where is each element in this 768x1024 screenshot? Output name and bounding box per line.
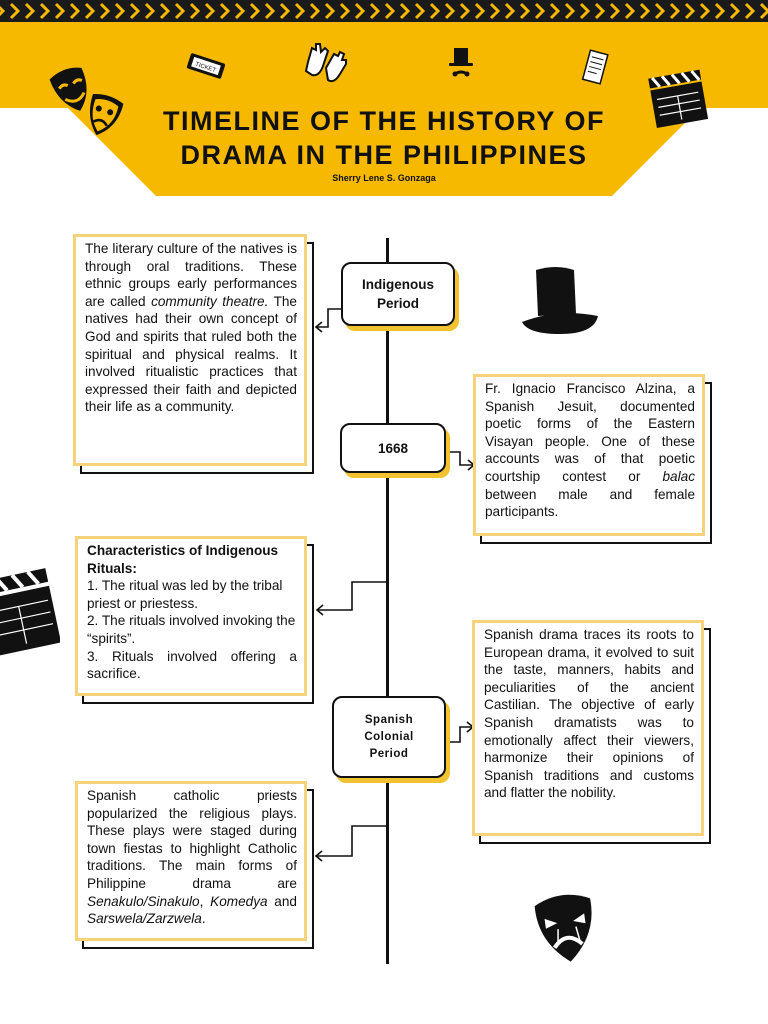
card-religious-plays: Spanish catholic priests popularized the… [75, 781, 307, 941]
theater-masks-icon [532, 888, 600, 968]
page-title: TIMELINE OF THE HISTORY OF DRAMA IN THE … [100, 104, 668, 172]
card-spanish-drama: Spanish drama traces its roots to Europe… [472, 620, 704, 836]
node-label: Spanish [365, 714, 413, 726]
node-1668: 1668 [340, 423, 446, 473]
timeline-axis [386, 238, 389, 964]
card-text: The literary culture of the natives is t… [85, 240, 297, 416]
clapperboard-icon [0, 544, 60, 660]
magician-hat-icon [446, 46, 476, 86]
card-alzina-1668: Fr. Ignacio Francisco Alzina, a Spanish … [473, 374, 705, 536]
title-line-1: TIMELINE OF THE HISTORY OF [100, 104, 668, 138]
card-text: Spanish catholic priests popularized the… [87, 787, 297, 928]
ticket-icon: TICKET [184, 50, 228, 82]
card-characteristics: Characteristics of Indigenous Rituals: 1… [75, 536, 307, 696]
node-label: Period [377, 296, 419, 311]
scroll-icon [578, 48, 612, 88]
node-label: Indigenous [362, 277, 434, 292]
node-label: 1668 [378, 441, 408, 456]
chevron-stripe [0, 0, 768, 22]
author-name: Sherry Lene S. Gonzaga [100, 173, 668, 183]
node-label: Period [370, 748, 409, 760]
list-item: 2. The rituals involved invoking the “sp… [87, 612, 297, 647]
theater-masks-icon [46, 64, 128, 146]
top-hat-icon [520, 264, 600, 338]
list-item: 1. The ritual was led by the tribal prie… [87, 577, 297, 612]
list-item: 3. Rituals involved offering a sacrifice… [87, 648, 297, 683]
node-label: Colonial [364, 731, 413, 743]
clapperboard-icon [642, 62, 712, 134]
gloves-icon [300, 40, 350, 90]
card-text: Characteristics of Indigenous Rituals: 1… [87, 542, 297, 683]
card-text: Spanish drama traces its roots to Europe… [484, 626, 694, 802]
title-line-2: DRAMA IN THE PHILIPPINES [100, 138, 668, 172]
card-text: Fr. Ignacio Francisco Alzina, a Spanish … [485, 380, 695, 521]
card-heading: Characteristics of Indigenous Rituals: [87, 542, 297, 577]
card-literary-culture: The literary culture of the natives is t… [73, 234, 307, 466]
